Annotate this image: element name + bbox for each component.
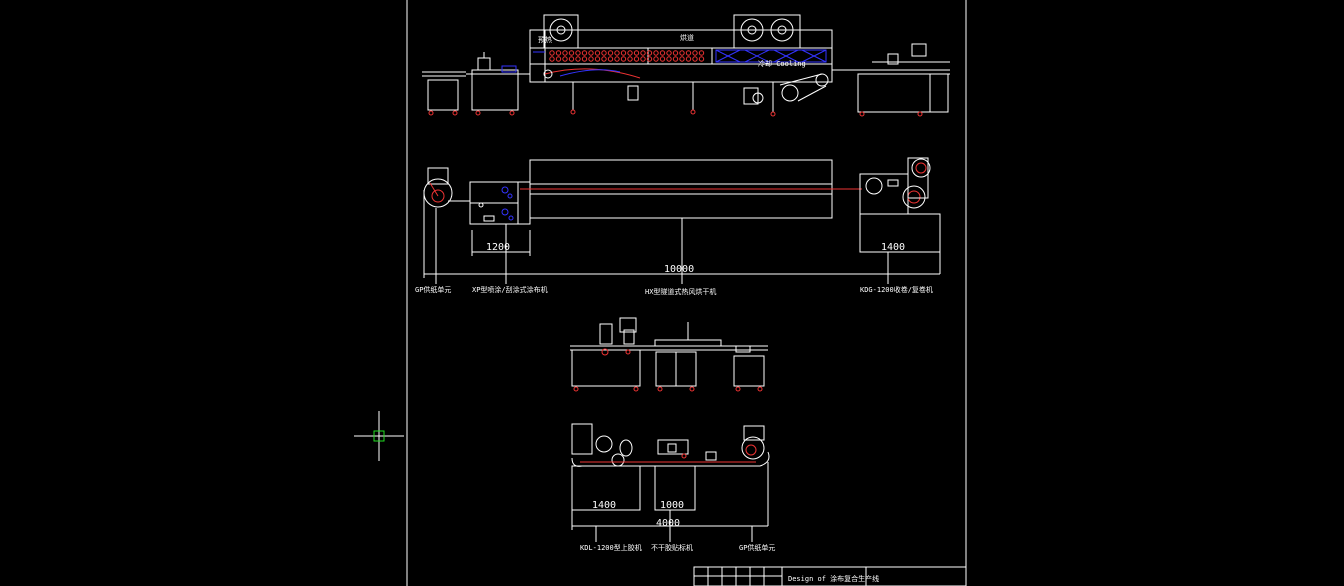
title-block-title: Design of 涂布复合生产线 xyxy=(788,574,879,583)
drawing-frame xyxy=(406,0,967,586)
label-small-left: KDL-1200型上胶机 xyxy=(580,543,642,552)
label-cooling: 冷却 Cooling xyxy=(758,59,806,68)
plan-view[interactable]: 1200 1400 10000 GP供纸单元 XP型喷涂/刮涂式涂布机 HX型隧… xyxy=(415,157,941,296)
dim-small-total: 4000 xyxy=(656,518,680,529)
top-elevation-view[interactable]: 预热 烘道 冷却 Cooling xyxy=(422,14,950,117)
dim-winder-width: 1400 xyxy=(881,242,905,253)
dim-small-mid: 1000 xyxy=(660,500,684,511)
label-small-right: GP供纸单元 xyxy=(739,543,775,552)
label-winder: KDG-1200收卷/复卷机 xyxy=(860,285,933,294)
label-drying: 烘道 xyxy=(680,33,694,42)
small-plan-view[interactable]: 1400 1000 4000 KDL-1200型上胶机 不干胶贴标机 GP供纸单… xyxy=(571,423,775,552)
label-coater: XP型喷涂/刮涂式涂布机 xyxy=(472,285,548,294)
crosshair-cursor-icon xyxy=(354,411,404,461)
label-preheat: 预热 xyxy=(538,35,552,44)
dim-total-length: 10000 xyxy=(664,264,694,275)
label-small-mid: 不干胶贴标机 xyxy=(651,543,693,552)
label-feeder: GP供纸单元 xyxy=(415,285,451,294)
label-dryer: HX型隧道式热风烘干机 xyxy=(645,287,716,296)
dim-small-left: 1400 xyxy=(592,500,616,511)
title-block: Design of 涂布复合生产线 xyxy=(693,566,967,586)
small-elevation-view[interactable] xyxy=(570,317,768,392)
dim-coater-width: 1200 xyxy=(486,242,510,253)
